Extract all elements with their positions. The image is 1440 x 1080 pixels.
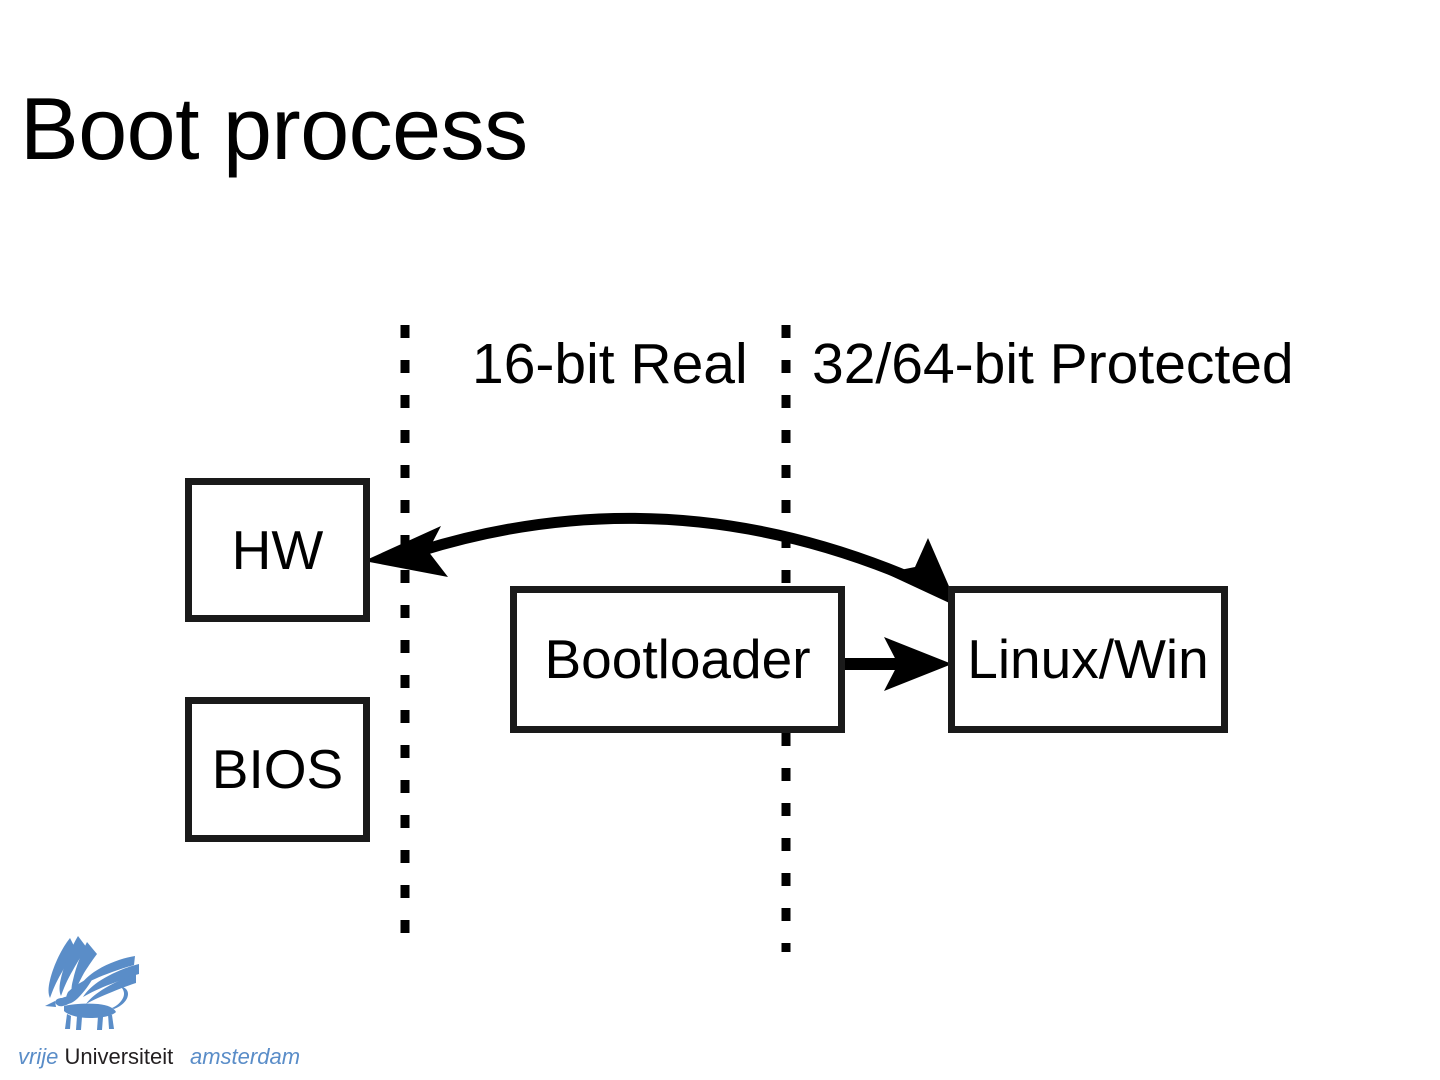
node-label-linux-win: Linux/Win — [967, 628, 1209, 690]
node-box-bios: BIOS — [185, 697, 370, 842]
arrow-bootloader-to-os — [845, 637, 952, 691]
page-title: Boot process — [20, 79, 528, 178]
arrowhead-right — [885, 538, 958, 607]
vu-wordmark: vrije Universiteit amsterdam — [18, 1042, 318, 1072]
node-label-bootloader: Bootloader — [544, 628, 811, 690]
vu-amsterdam-logo: vrije Universiteit amsterdam — [18, 930, 318, 1075]
wordmark-universiteit: Universiteit — [64, 1044, 174, 1069]
griffin-icon — [45, 936, 139, 1030]
wordmark-vrije: vrije — [18, 1044, 59, 1069]
node-box-hw: HW — [185, 478, 370, 622]
arrowhead-end — [884, 637, 952, 691]
wordmark-amsterdam: amsterdam — [190, 1044, 301, 1069]
node-label-bios: BIOS — [211, 738, 344, 800]
arrowhead-left — [364, 526, 448, 577]
arrow-os-to-hw — [364, 512, 958, 607]
node-label-hw: HW — [231, 518, 324, 581]
mode-label-32-64bit-protected: 32/64-bit Protected — [812, 332, 1294, 396]
node-box-bootloader: Bootloader — [510, 586, 845, 733]
node-box-linux-win: Linux/Win — [948, 586, 1228, 733]
mode-label-16bit-real: 16-bit Real — [472, 332, 748, 396]
